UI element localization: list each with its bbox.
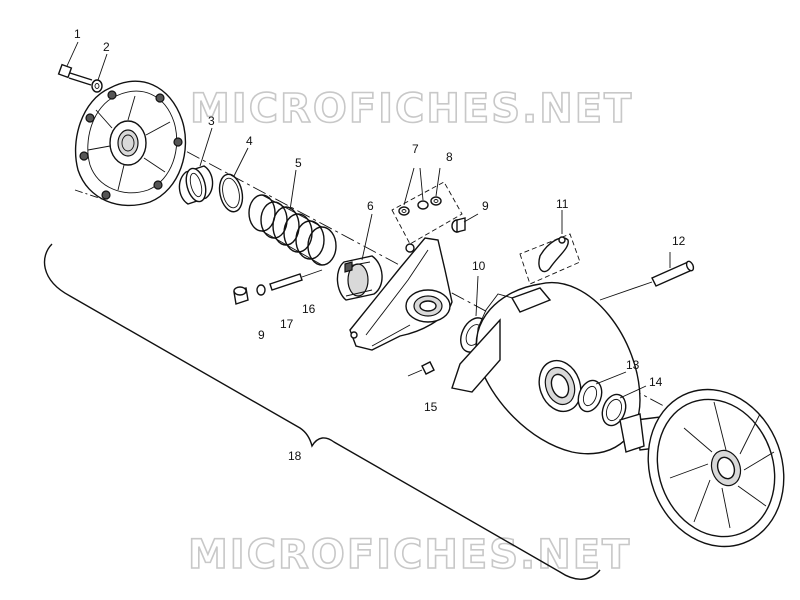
part-12-pin	[599, 260, 695, 301]
callout-6: 6	[367, 199, 374, 213]
callout-18: 18	[288, 449, 302, 463]
stationary-sheave-shaft	[619, 388, 785, 548]
part-11-clip	[519, 210, 581, 285]
watermark-top: MICROFICHES.NET	[190, 86, 633, 132]
part-13-washer	[577, 379, 603, 413]
callout-14: 14	[649, 375, 663, 389]
part-15-nut	[407, 361, 435, 377]
driven-cover-plate	[74, 80, 187, 207]
part-9-sleeve-upper	[451, 217, 466, 233]
leader-lines	[66, 41, 671, 399]
movable-sheave	[451, 281, 641, 455]
callout-8: 8	[446, 150, 453, 164]
callout-2: 2	[103, 40, 110, 54]
part-9-sleeve-lower	[233, 286, 249, 305]
part-14-ring	[601, 393, 627, 427]
assembly-bracket-18	[43, 243, 601, 580]
callout-13: 13	[626, 358, 640, 372]
watermark-bottom: MICROFICHES.NET	[188, 532, 631, 578]
callout-7: 7	[412, 142, 419, 156]
parts-7-8-hardware	[391, 167, 463, 245]
part-6-cam	[336, 255, 383, 301]
part-2-washer	[91, 79, 103, 93]
callout-9-lower: 9	[258, 328, 265, 342]
part-4-snap-ring	[218, 173, 244, 213]
part-5-spring	[248, 194, 337, 266]
callout-9-upper: 9	[482, 199, 489, 213]
part-17-washer	[256, 284, 266, 296]
callout-5: 5	[295, 156, 302, 170]
callout-17: 17	[280, 317, 294, 331]
spider-arm-assembly	[349, 237, 453, 351]
callout-3: 3	[208, 114, 215, 128]
callout-15: 15	[424, 400, 438, 414]
callout-12: 12	[672, 234, 686, 248]
callout-10: 10	[472, 259, 486, 273]
callout-16: 16	[302, 302, 316, 316]
callout-4: 4	[246, 134, 253, 148]
part-1-bolt	[57, 63, 93, 86]
part-3-bushing	[178, 165, 214, 205]
part-16-pin	[269, 269, 323, 291]
callout-1: 1	[74, 27, 81, 41]
callout-11: 11	[556, 197, 569, 211]
